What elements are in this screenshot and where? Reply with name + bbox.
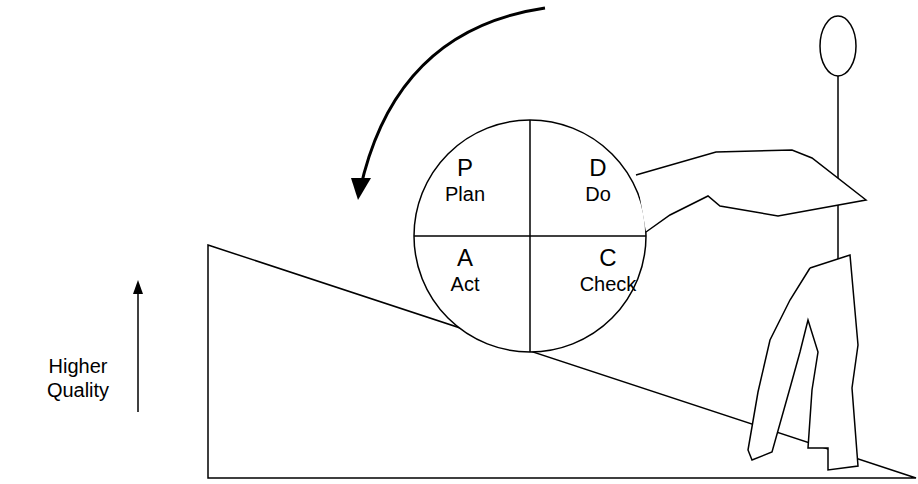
rotation-arrow (360, 8, 545, 190)
figure-body (837, 76, 839, 262)
quadrant-word: Plan (445, 182, 485, 206)
quadrant-letter: P (445, 154, 485, 182)
quadrant-word: Do (585, 182, 611, 206)
quality-arrowhead (133, 280, 143, 294)
do-quadrant: DDo (585, 154, 611, 206)
quadrant-letter: D (585, 154, 611, 182)
check-quadrant: CCheck (580, 244, 637, 296)
quadrant-word: Act (451, 272, 480, 296)
quality-arrow (137, 292, 139, 412)
axis-label: Higher Quality (38, 354, 118, 402)
quadrant-letter: A (451, 244, 480, 272)
rotation-arrowhead (351, 178, 371, 200)
pdca-wheel (414, 120, 646, 352)
plan-quadrant: PPlan (445, 154, 485, 206)
figure-head (820, 16, 856, 76)
wheel-divider (414, 235, 646, 237)
act-quadrant: AAct (451, 244, 480, 296)
quadrant-word: Check (580, 272, 637, 296)
quadrant-letter: C (580, 244, 637, 272)
figure-arms (636, 150, 866, 232)
figure-legs (748, 255, 858, 470)
